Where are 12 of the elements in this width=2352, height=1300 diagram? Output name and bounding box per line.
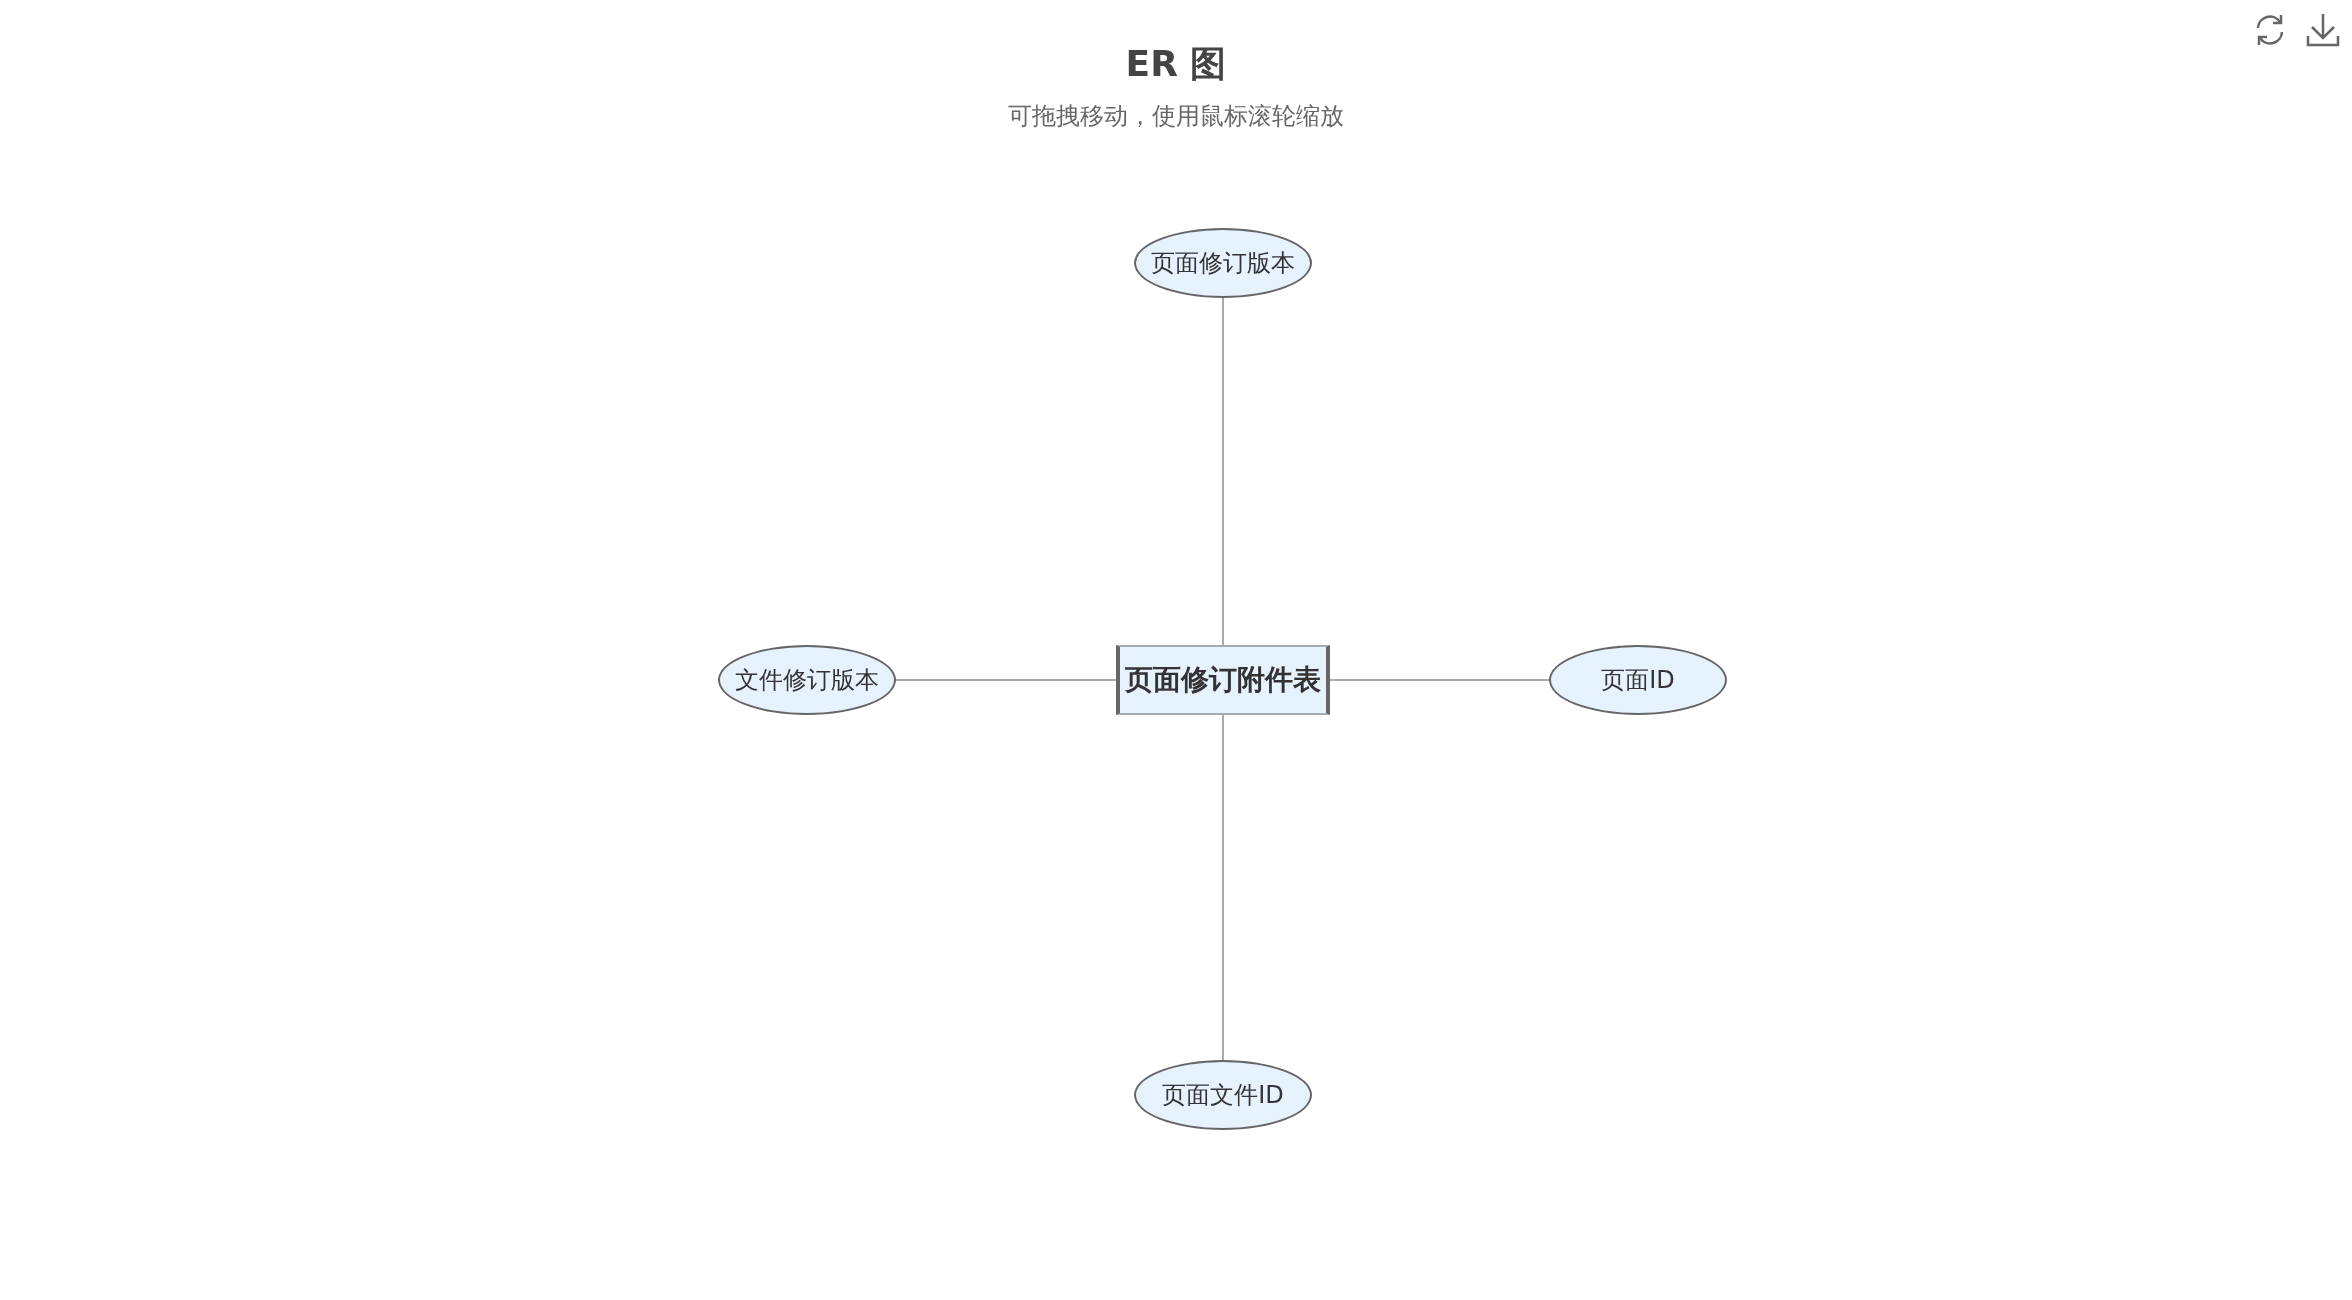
diagram-title: ER 图: [1125, 42, 1227, 86]
attribute-name: 页面修订版本: [1151, 248, 1295, 279]
connector-line: [1329, 679, 1550, 681]
attribute-name: 页面文件ID: [1162, 1080, 1284, 1111]
connector-line: [1222, 297, 1224, 646]
subtitle: 可拖拽移动，使用鼠标滚轮缩放: [1008, 101, 1344, 132]
attribute-name: 页面ID: [1601, 665, 1675, 696]
attribute-name: 文件修订版本: [735, 665, 879, 696]
entity-name: 页面修订附件表: [1125, 662, 1321, 698]
connector-line: [895, 679, 1117, 681]
connector-line: [1222, 714, 1224, 1061]
entity-box: [1116, 645, 1330, 715]
